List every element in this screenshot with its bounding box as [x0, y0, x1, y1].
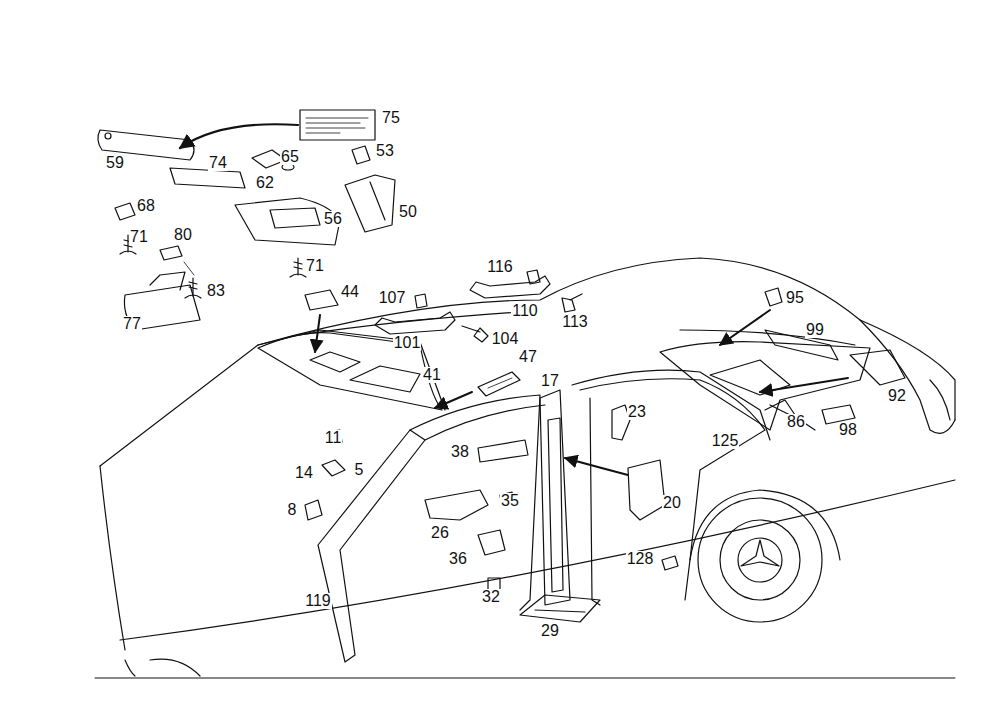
callout-number: 53 [375, 143, 395, 159]
callout-number: 113 [561, 314, 589, 330]
callout-number: 47 [518, 349, 538, 365]
callout-number: 92 [887, 388, 907, 404]
callout-number: 80 [173, 227, 193, 243]
callout-number: 50 [398, 204, 418, 220]
callout-number: 44 [340, 284, 360, 300]
callout-number: 20 [662, 495, 682, 511]
callout-number: 11 [324, 430, 343, 446]
callout-number: 107 [378, 290, 407, 306]
callout-number: 98 [838, 422, 858, 438]
callout-number: 104 [491, 331, 520, 347]
callout-number: 116 [486, 259, 514, 275]
callout-number: 41 [422, 367, 442, 383]
callout-number: 38 [450, 444, 470, 460]
callout-number: 8 [287, 502, 298, 518]
callout-number: 83 [206, 283, 226, 299]
callout-number: 77 [122, 316, 142, 332]
callout-number: 56 [323, 211, 343, 227]
callout-number: 75 [381, 110, 401, 126]
callout-number: 125 [711, 433, 740, 449]
callout-number: 68 [136, 198, 156, 214]
callout-number: 128 [626, 551, 655, 567]
callout-number: 101 [393, 335, 422, 351]
callout-number: 86 [786, 414, 806, 430]
callout-number: 62 [255, 175, 275, 191]
callout-number: 119 [304, 593, 332, 609]
callout-number: 14 [294, 465, 314, 481]
callout-number: 99 [805, 322, 825, 338]
callout-number: 17 [540, 373, 560, 389]
callout-number: 35 [500, 493, 520, 509]
callout-number: 32 [481, 589, 501, 605]
callout-number: 36 [448, 551, 468, 567]
callout-number: 74 [208, 155, 228, 171]
callout-number: 71 [305, 258, 325, 274]
callout-number: 23 [627, 404, 647, 420]
callout-number: 59 [105, 155, 125, 171]
callout-number: 29 [540, 623, 560, 639]
callout-number: 71 [129, 229, 149, 245]
callout-number: 26 [430, 525, 450, 541]
callout-number: 5 [354, 462, 365, 478]
callout-number: 65 [280, 149, 300, 165]
callout-number: 110 [511, 303, 539, 319]
callout-number: 95 [785, 290, 805, 306]
